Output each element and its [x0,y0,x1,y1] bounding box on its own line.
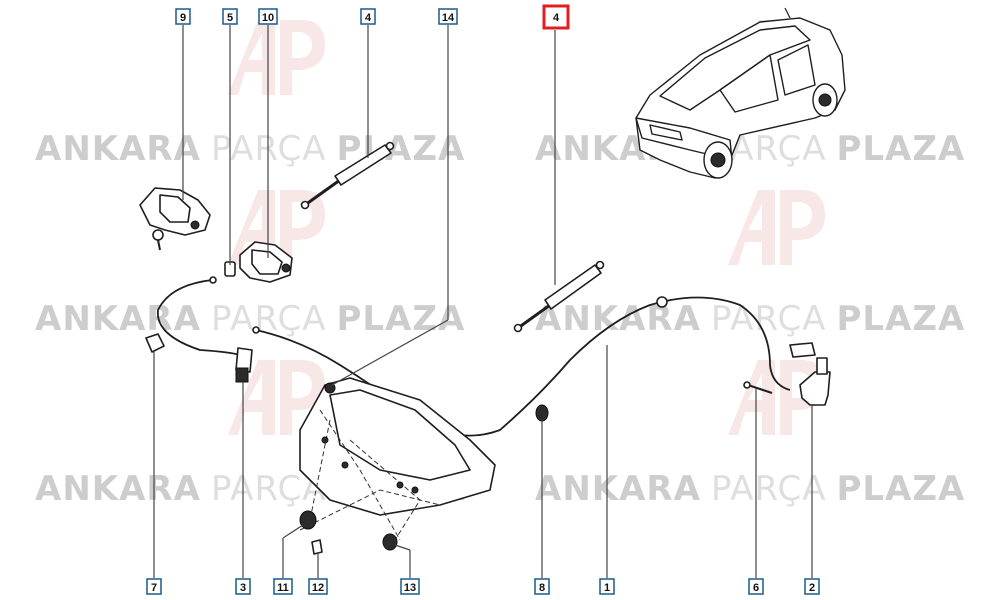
stop-part-13 [382,533,398,551]
hood-lock-part-9 [139,187,211,251]
callout-12[interactable]: 12 [308,578,328,595]
callout-label: 5 [227,12,233,24]
callout-label: 6 [753,582,759,594]
callout-2[interactable]: 2 [804,578,820,595]
callout-label: 9 [180,12,186,24]
clip-part-8 [535,404,549,422]
callout-14[interactable]: 14 [438,8,458,25]
latch-part-10 [239,241,293,283]
callout-label: 4 [553,12,560,24]
callout-label: 11 [277,582,289,594]
callout-10[interactable]: 10 [258,8,278,25]
callout-label: 2 [809,582,815,594]
callout-7[interactable]: 7 [146,578,162,595]
callout-8[interactable]: 8 [534,578,550,595]
callout-1[interactable]: 1 [599,578,615,595]
hood-panel [299,377,496,541]
car-illustration [635,7,846,179]
callout-label: 13 [404,582,416,594]
callouts: 9 5 10 4 14 4 7 3 [146,4,820,595]
callout-11[interactable]: 11 [273,578,293,595]
callout-label: 1 [604,582,610,594]
release-cable-part-1 [157,276,791,437]
callout-3[interactable]: 3 [235,578,251,595]
callout-13[interactable]: 13 [400,578,420,595]
stop-part-12 [311,539,323,555]
release-handle-part-2 [789,342,831,406]
watermark-logo [228,360,325,435]
leader-lines [153,25,813,578]
cable-connector-part-3 [235,347,253,383]
callout-4-highlighted[interactable]: 4 [542,4,570,30]
callout-label: 3 [240,582,246,594]
callout-label: 10 [262,12,274,24]
callout-4-upper[interactable]: 4 [360,8,376,25]
callout-label: 14 [442,12,455,24]
bumper-part-11 [299,510,317,530]
callout-6[interactable]: 6 [748,578,764,595]
gas-strut-lower [513,260,605,333]
screw-part-6 [743,381,773,394]
clip-part-7 [145,333,165,353]
callout-9[interactable]: 9 [175,8,191,25]
callout-label: 12 [312,582,324,594]
watermark-logo [728,190,825,265]
callout-label: 7 [151,582,157,594]
callout-5[interactable]: 5 [222,8,238,25]
callout-label: 8 [539,582,545,594]
watermark-logo [228,20,325,95]
callout-label: 4 [365,12,372,24]
